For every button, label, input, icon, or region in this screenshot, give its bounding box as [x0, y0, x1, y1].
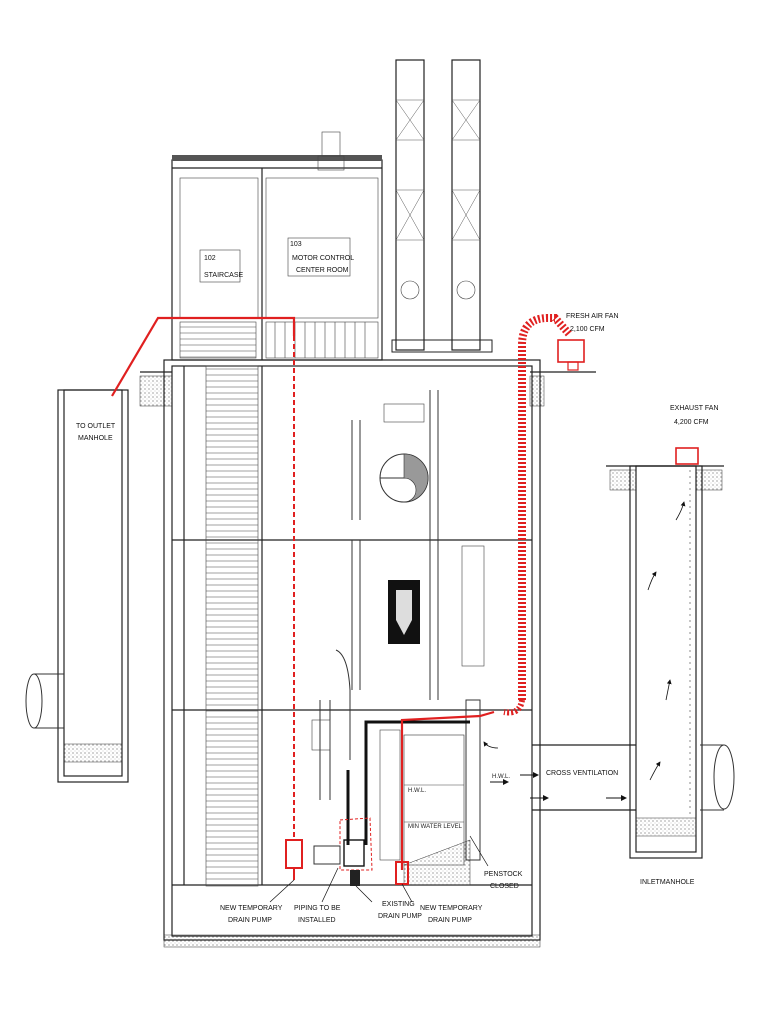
svg-text:NEW TEMPORARY: NEW TEMPORARY	[420, 905, 483, 912]
basement-staircase	[183, 365, 263, 887]
svg-text:MOTOR CONTROL: MOTOR CONTROL	[292, 255, 354, 262]
svg-text:102: 102	[204, 255, 216, 262]
svg-text:STAIRCASE: STAIRCASE	[204, 272, 243, 279]
svg-text:NEW TEMPORARY: NEW TEMPORARY	[220, 905, 283, 912]
water-levels: H.W.L. MIN WATER LEVEL H.W.L.	[408, 774, 510, 830]
svg-text:EXHAUST FAN: EXHAUST FAN	[670, 405, 719, 412]
upper-building: 102 STAIRCASE 103 MOTOR CONTROL CENTER R…	[171, 131, 383, 361]
existing-drain-pump	[313, 845, 360, 886]
svg-text:CENTER ROOM: CENTER ROOM	[296, 267, 349, 274]
svg-text:TO OUTLET: TO OUTLET	[76, 423, 116, 430]
svg-text:103: 103	[290, 241, 302, 248]
callout-leaders	[269, 835, 489, 903]
svg-text:DRAIN PUMP: DRAIN PUMP	[378, 913, 422, 920]
svg-text:MIN WATER LEVEL: MIN WATER LEVEL	[408, 824, 463, 830]
room-102-staircase: 102 STAIRCASE	[179, 177, 259, 319]
svg-text:CLOSED: CLOSED	[490, 883, 519, 890]
svg-text:H.W.L.: H.W.L.	[492, 774, 510, 780]
existing-equipment	[311, 390, 485, 886]
new-temporary-drain-pump-left	[285, 839, 303, 880]
svg-text:INLETMANHOLE: INLETMANHOLE	[640, 879, 695, 886]
room-103-motor-control: 103 MOTOR CONTROL CENTER ROOM	[265, 177, 379, 319]
pump-labels: NEW TEMPORARY DRAIN PUMP PIPING TO BE IN…	[220, 871, 523, 924]
svg-text:MANHOLE: MANHOLE	[78, 435, 113, 442]
svg-text:DRAIN PUMP: DRAIN PUMP	[228, 917, 272, 924]
outlet-manhole: TO OUTLET MANHOLE	[25, 389, 129, 783]
svg-text:4,200 CFM: 4,200 CFM	[674, 419, 709, 426]
inlet-manhole: EXHAUST FAN 4,200 CFM INLETMANHOLE	[606, 405, 735, 886]
svg-text:INSTALLED: INSTALLED	[298, 917, 336, 924]
svg-text:H.W.L.: H.W.L.	[408, 788, 426, 794]
ventilation-towers	[391, 59, 493, 353]
svg-text:CROSS VENTILATION: CROSS VENTILATION	[546, 770, 618, 777]
cross-ventilation-channel: CROSS VENTILATION	[483, 501, 686, 811]
temporary-discharge-pipe	[111, 316, 296, 840]
svg-text:FRESH AIR FAN: FRESH AIR FAN	[566, 313, 619, 320]
fresh-air-fan: FRESH AIR FAN 2,100 CFM	[503, 313, 619, 716]
svg-text:EXISTING: EXISTING	[382, 901, 415, 908]
new-black-piping	[343, 720, 470, 867]
svg-text:PIPING TO BE: PIPING TO BE	[294, 905, 341, 912]
svg-text:PENSTOCK: PENSTOCK	[484, 871, 523, 878]
svg-text:DRAIN PUMP: DRAIN PUMP	[428, 917, 472, 924]
svg-text:2,100 CFM: 2,100 CFM	[570, 326, 605, 333]
